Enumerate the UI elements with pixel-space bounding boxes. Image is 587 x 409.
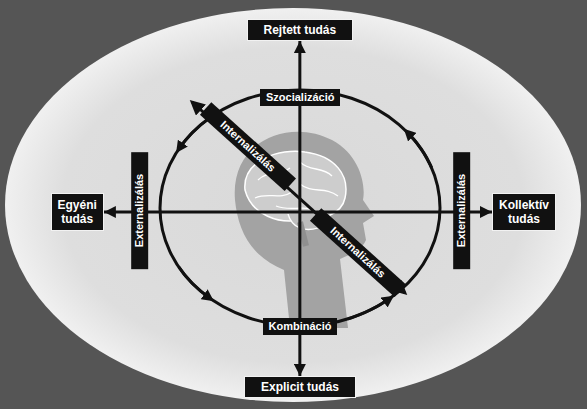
axis-label-box: Rejtett tudás [247, 19, 354, 41]
label-text: Kollektív tudás [499, 198, 549, 226]
cycle-arrow [179, 267, 210, 298]
axis-label-box: Kollektív tudás [492, 193, 556, 231]
cycle-arrow [179, 118, 210, 149]
label-text: Egyéni tudás [58, 198, 97, 226]
axis-label-box: Egyéni tudás [51, 193, 104, 231]
label-text: Kombináció [269, 320, 332, 333]
process-label: Externalizálás [453, 151, 470, 268]
label-text: Externalizálás [455, 173, 468, 246]
label-text: Rejtett tudás [264, 23, 337, 37]
cycle-arrow [348, 298, 390, 319]
process-label: Kombináció [263, 318, 338, 335]
axis-label-box: Explicit tudás [244, 376, 356, 398]
axis-arrow [104, 211, 492, 214]
background-oval [5, 8, 581, 402]
process-label: Externalizálás [131, 151, 148, 268]
label-text: Explicit tudás [261, 380, 339, 394]
label-text: Externalizálás [133, 173, 146, 246]
cycle-arrow [407, 132, 431, 168]
label-text: Szocializáció [266, 91, 334, 104]
process-label: Szocializáció [260, 89, 340, 106]
